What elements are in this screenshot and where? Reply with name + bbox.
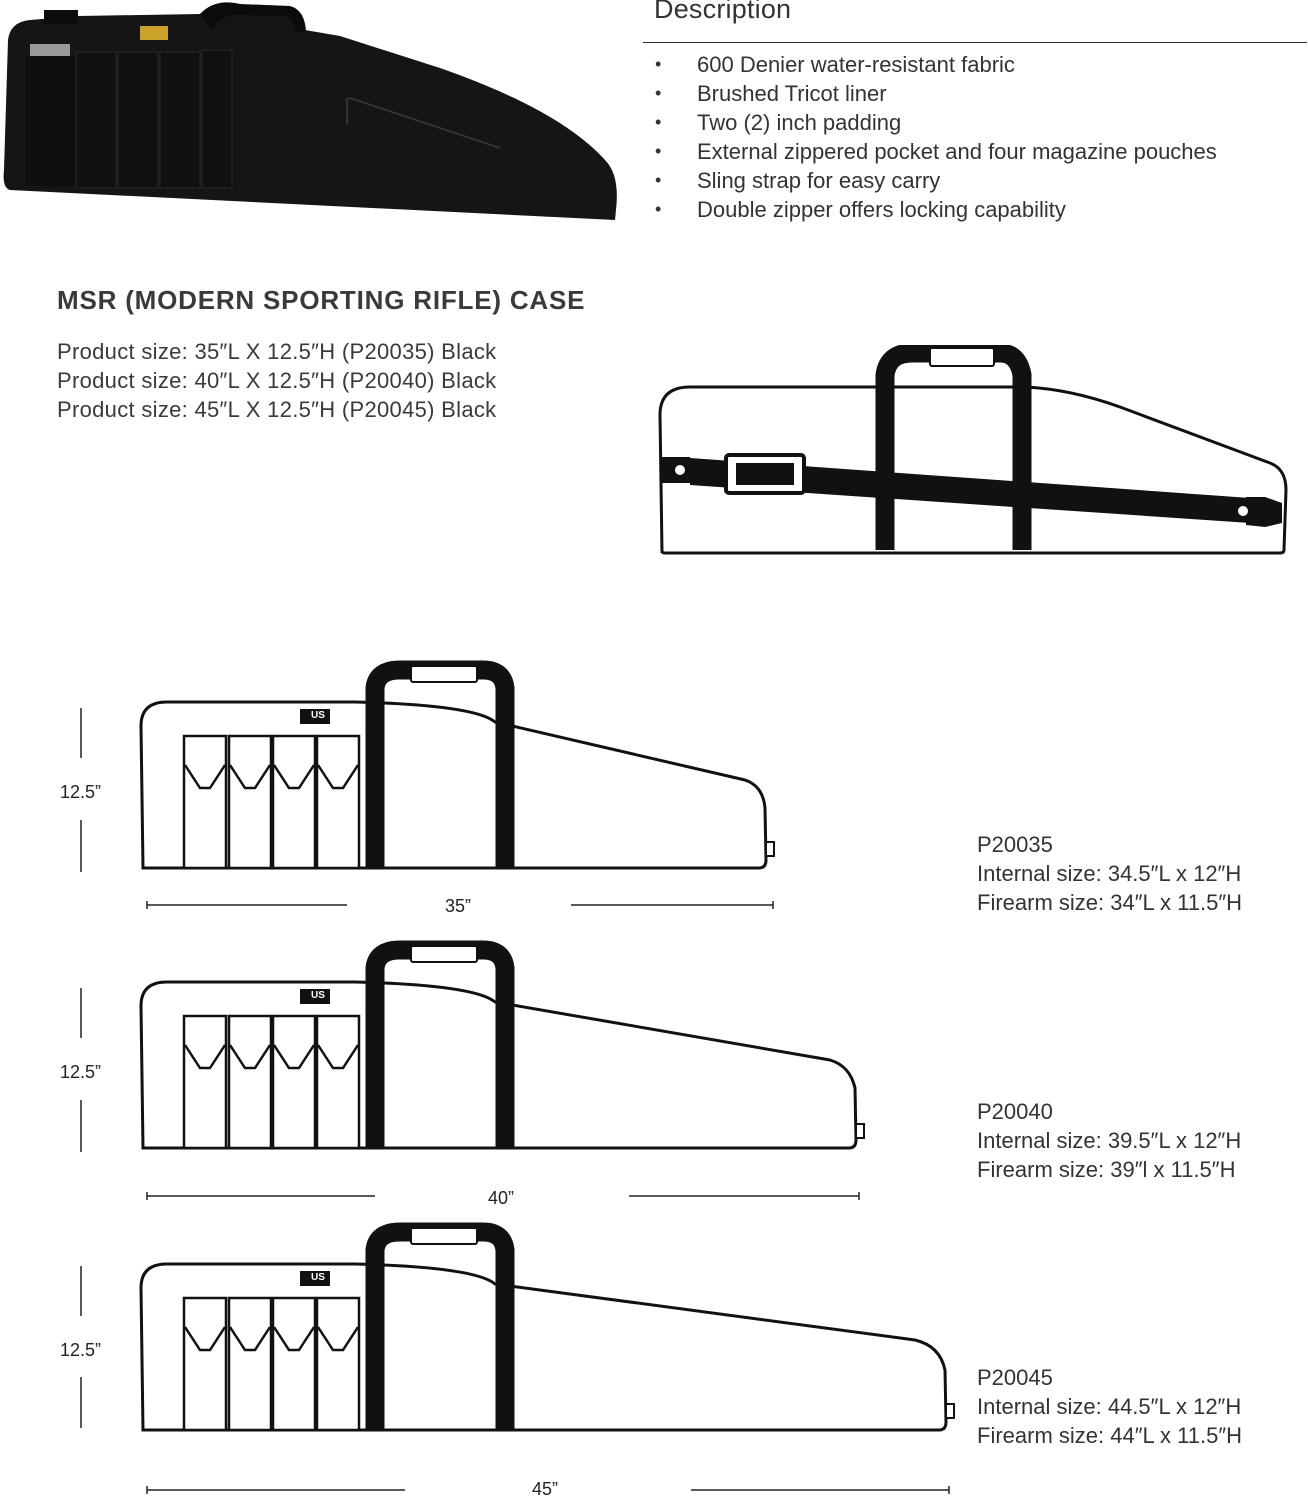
internal-size: Internal size: 44.5″L x 12″H [977,1394,1242,1419]
firearm-size: Firearm size: 44″L x 11.5″H [977,1423,1242,1448]
model-spec: P20035 Internal size: 34.5″L x 12″H Fire… [977,830,1242,917]
model-number: P20045 [977,1365,1053,1390]
description-title: Description [654,0,792,24]
height-label: 12.5” [60,1340,102,1360]
description-divider [643,42,1307,43]
product-size-list: Product size: 35″L X 12.5″H (P20035) Bla… [57,337,496,424]
product-size-line: Product size: 40″L X 12.5″H (P20040) Bla… [57,368,497,393]
us-logo: US [311,990,325,1001]
product-title: MSR (MODERN SPORTING RIFLE) CASE [57,285,586,315]
us-logo: US [311,710,325,721]
length-label: 40” [488,1188,515,1208]
feature-item: •Brushed Tricot liner [655,81,887,106]
firearm-size: Firearm size: 34″L x 11.5″H [977,890,1242,915]
length-label: 35” [445,896,472,916]
feature-item: •600 Denier water-resistant fabric [655,52,1015,77]
case-photo [3,2,617,221]
bullet-icon: • [655,199,662,219]
case-front-diagram [80,940,865,1200]
case-back-view-drawing [658,345,1288,555]
case-front-diagram [80,660,775,909]
model-number: P20035 [977,832,1053,857]
model-spec: P20045 Internal size: 44.5″L x 12″H Fire… [977,1363,1242,1450]
bullet-icon: • [655,112,662,132]
product-size-line: Product size: 35″L X 12.5″H (P20035) Bla… [57,339,497,364]
feature-item: •Two (2) inch padding [655,110,902,135]
internal-size: Internal size: 39.5″L x 12″H [977,1128,1242,1153]
feature-list: •600 Denier water-resistant fabric •Brus… [652,50,1217,224]
model-number: P20040 [977,1099,1053,1124]
height-label: 12.5” [60,1062,102,1082]
height-label: 12.5” [60,782,102,802]
bullet-icon: • [655,141,662,161]
feature-item: •Double zipper offers locking capability [655,197,1066,222]
bullet-icon: • [655,83,662,103]
firearm-size: Firearm size: 39″l x 11.5″H [977,1157,1236,1182]
model-spec: P20040 Internal size: 39.5″L x 12″H Fire… [977,1097,1241,1184]
bullet-icon: • [655,54,662,74]
internal-size: Internal size: 34.5″L x 12″H [977,861,1242,886]
feature-item: •Sling strap for easy carry [655,168,941,193]
us-logo: US [311,1272,325,1283]
length-label: 45” [532,1479,559,1499]
case-front-diagram [80,1222,955,1494]
feature-item: •External zippered pocket and four magaz… [655,139,1217,164]
product-size-line: Product size: 45″L X 12.5″H (P20045) Bla… [57,397,497,422]
bullet-icon: • [655,170,662,190]
